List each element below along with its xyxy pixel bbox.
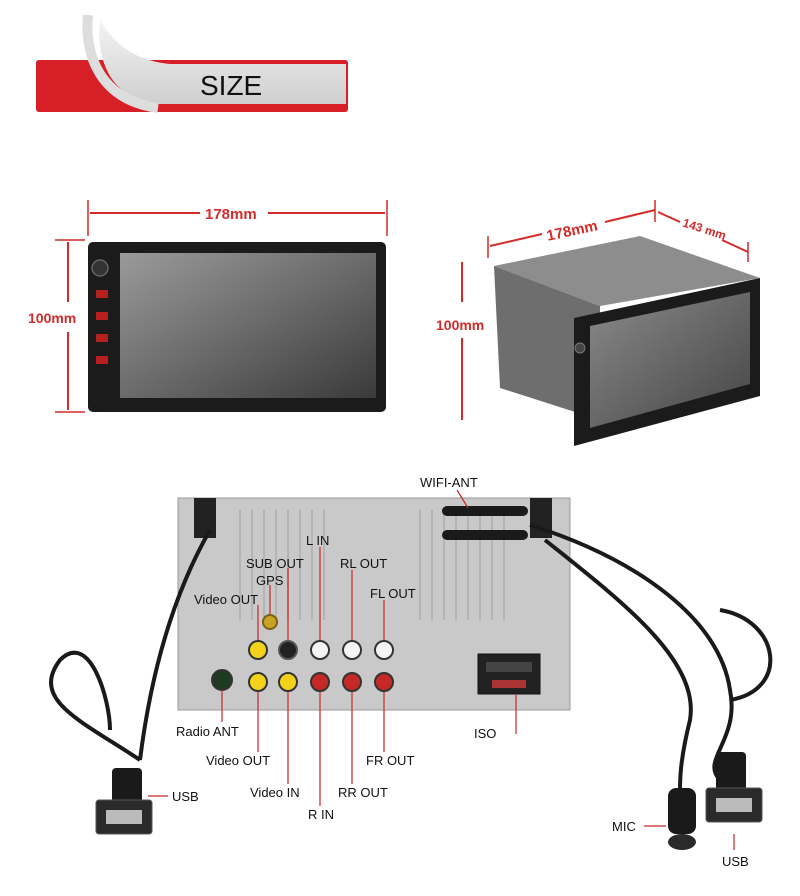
banner-title: SIZE [200, 70, 262, 101]
label-gps: GPS [256, 573, 284, 588]
iso-connector-red [492, 680, 526, 688]
label-radio-ant: Radio ANT [176, 724, 239, 739]
angle-unit-screen [590, 292, 750, 428]
size-banner: SIZE [36, 14, 348, 113]
label-usb-right: USB [722, 854, 749, 869]
radio-ant-connector [211, 669, 233, 691]
angle-chassis-top [494, 236, 760, 306]
rca-video-out-top [248, 640, 268, 660]
label-wifi-ant: WIFI-ANT [420, 475, 478, 490]
label-fl-out: FL OUT [370, 586, 416, 601]
rca-rr-out [342, 672, 362, 692]
label-video-out-bottom: Video OUT [206, 753, 270, 768]
angle-width-label: 178mm [545, 217, 599, 244]
mic-plug-body [668, 788, 696, 834]
front-height-label: 100mm [28, 310, 76, 326]
label-iso: ISO [474, 726, 496, 741]
front-unit-button-2 [96, 312, 108, 320]
front-unit-button-1 [96, 290, 108, 298]
label-r-in: R IN [308, 807, 334, 822]
angle-unit-knob [574, 342, 586, 354]
rear-bracket-left [194, 498, 216, 538]
label-fr-out: FR OUT [366, 753, 414, 768]
angle-height-label: 100mm [436, 317, 484, 333]
wifi-antenna-2 [442, 530, 528, 540]
rear-view: WIFI-ANT L IN SUB OUT RL OUT GPS FL OUT … [49, 475, 773, 869]
front-unit-screen [120, 253, 376, 398]
front-unit-volume-knob [91, 259, 109, 277]
angle-width-line-left [489, 233, 543, 247]
rca-l-in [310, 640, 330, 660]
angle-depth-label: 143 mm [681, 216, 728, 243]
label-video-in: Video IN [250, 785, 300, 800]
rca-video-out-bottom [248, 672, 268, 692]
label-sub-out: SUB OUT [246, 556, 304, 571]
label-rr-out: RR OUT [338, 785, 388, 800]
rca-video-in [278, 672, 298, 692]
angle-depth-line-right [721, 239, 749, 253]
wifi-antenna-1 [442, 506, 528, 516]
usb-cable-left [138, 529, 212, 761]
label-l-in: L IN [306, 533, 329, 548]
callout-lines [148, 489, 735, 850]
usb-right-plug-body [716, 752, 746, 798]
rca-rl-out [342, 640, 362, 660]
rca-fl-out [374, 640, 394, 660]
usb-cable-left-loop [49, 650, 142, 762]
label-usb-left: USB [172, 789, 199, 804]
iso-connector-pins [486, 662, 532, 672]
rca-sub-out [278, 640, 298, 660]
angle-chassis-side [494, 266, 600, 420]
angle-depth-line-left [657, 211, 681, 223]
rca-fr-out [374, 672, 394, 692]
label-rl-out: RL OUT [340, 556, 387, 571]
front-unit-button-4 [96, 356, 108, 364]
mic-plug-tip [668, 834, 696, 850]
rca-r-in [310, 672, 330, 692]
mic-cable [543, 538, 693, 791]
front-unit-button-3 [96, 334, 108, 342]
usb-left-port-insert [106, 810, 142, 824]
front-width-label: 178mm [205, 206, 257, 223]
label-video-out-top: Video OUT [194, 592, 258, 607]
banner-curl [99, 20, 346, 104]
cable-loop-right [719, 608, 773, 702]
label-mic: MIC [612, 819, 636, 834]
banner-curl-shadow [82, 14, 159, 113]
front-view: 178mm 100mm [28, 200, 388, 413]
gps-connector [262, 614, 278, 630]
angle-width-line-right [604, 209, 656, 223]
rca-connectors [248, 640, 394, 692]
angled-view: 178mm 143 mm 100mm [436, 200, 760, 446]
usb-right-port-insert [716, 798, 752, 812]
